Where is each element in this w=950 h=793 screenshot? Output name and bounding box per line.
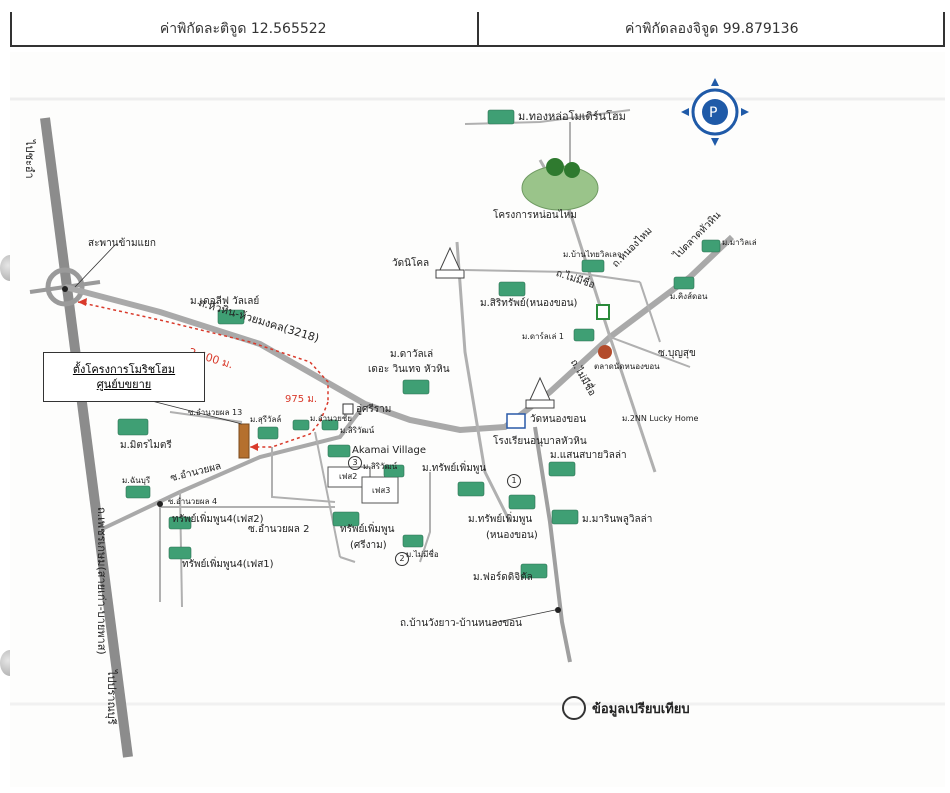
temple-icon xyxy=(435,246,465,279)
label-maruvilla: ม.มารินพลูวิลล่า xyxy=(582,514,653,525)
store-icon xyxy=(596,304,610,320)
label-thonglor: ม.ทองหล่อโมเดิร์นโฮม xyxy=(518,110,626,123)
label-wat-nongkhon: วัดหนองขอน xyxy=(530,414,587,425)
label-siriwat2: ม.สิริวัฒน์ xyxy=(363,462,398,471)
label-distance-975: 975 ม. xyxy=(285,394,318,405)
label-leaf-valley: ม.เดอลีฟ วัลเลย์ xyxy=(190,296,260,307)
label-mamichoue: ม.ไม่มีชื่อ xyxy=(406,550,439,559)
label-kingdom: ม.คิงส์ดอน xyxy=(670,292,708,301)
label-srirama: อู่ศรีราม xyxy=(356,404,392,415)
map-legend: ข้อมูลเปรียบเทียบ xyxy=(562,696,690,720)
label-maravale: ม.มาวิลเล่ xyxy=(722,238,757,247)
marker-2: 2 xyxy=(395,552,409,566)
interchange-circle xyxy=(45,267,85,307)
label-road-soi4: ซ.อำนวยผล 4 xyxy=(168,497,218,506)
label-subperm-srirama: ทรัพย์เพิ่มพูน xyxy=(340,524,395,535)
label-highway-north: ไปชะอำ xyxy=(23,140,36,179)
label-road-soi13: ซ.อำนวยผล 13 xyxy=(188,408,243,417)
subject-lot xyxy=(238,423,250,459)
highway-road xyxy=(40,117,133,758)
house-icons xyxy=(117,109,721,579)
label-nongkhon-paren: (หนองขอน) xyxy=(486,530,538,541)
legend-label: ข้อมูลเปรียบเทียบ xyxy=(592,701,690,717)
garage-icon xyxy=(342,403,354,415)
route-2400 xyxy=(77,301,329,402)
label-davelle: ม.ดาวัลเล่ xyxy=(390,349,434,360)
project-line-2: ศูนย์บขยาย xyxy=(96,378,152,391)
school-icon xyxy=(506,413,526,429)
longitude-label: ค่าพิกัดลองจิจูด 99.879136 xyxy=(476,12,946,45)
label-phase3: เฟส3 xyxy=(372,486,391,495)
label-highway-name: ถ.เพชรเกษม(สายเก่า-บายพาส) xyxy=(95,507,108,655)
label-subperm-nk: ม.ทรัพย์เพิ่มพูน xyxy=(468,514,533,525)
marker-3: 3 xyxy=(348,456,362,470)
legend-circle-icon xyxy=(562,696,586,720)
label-nongyon-project: โครงการหน่อนไหม xyxy=(493,210,577,221)
project-line-1: ตั้งโครงการโมริชโฮม xyxy=(72,363,176,376)
map-canvas: P xyxy=(10,78,945,758)
label-amnuaychai: ม.อำนวยชัย xyxy=(310,414,352,423)
road-3218 xyxy=(64,234,735,434)
compass-icon: P xyxy=(681,78,749,146)
label-road-soi2: ซ.อำนวยผล 2 xyxy=(248,524,310,535)
svg-text:P: P xyxy=(709,105,717,121)
label-suravadee: ม.สุรีวัลล์ xyxy=(250,415,282,424)
label-subperm4-1: ทรัพย์เพิ่มพูน4(เฟส1) xyxy=(182,559,274,570)
project-location-box: ตั้งโครงการโมริชโฮม ศูนย์บขยาย xyxy=(43,352,205,402)
label-bridge: สะพานข้ามแยก xyxy=(88,238,156,249)
label-sanvarnwilla: ม.แสนสบายวิลล่า xyxy=(550,450,627,461)
label-ban-thai: ม.บ้านไทยวิลเลจ xyxy=(563,250,622,259)
label-subperm-main: ม.ทรัพย์เพิ่มพูน xyxy=(422,463,487,474)
label-road-wangyao: ถ.บ้านวังยาว-บ้านหนองขอน xyxy=(400,618,523,629)
label-mitrmaitree: ม.มิตรไมตรี xyxy=(120,440,172,451)
label-highway-south: ไปปราณบุรี xyxy=(105,670,118,725)
label-chanbiri: ม.ฉันบุรี xyxy=(122,476,151,485)
location-map[interactable]: P xyxy=(10,52,945,787)
label-daralay: ม.ดาร์ลเล่ 1 xyxy=(522,332,564,341)
label-subperm4-2: ทรัพย์เพิ่มพูน4(เฟส2) xyxy=(172,514,264,525)
label-srirama-paren: (ศรีงาม) xyxy=(350,540,387,551)
label-phase2: เฟส2 xyxy=(339,472,358,481)
label-school: โรงเรียนอนุบาลหัวหิน xyxy=(493,436,587,447)
label-siriwat: ม.สิริวัฒน์ xyxy=(340,426,375,435)
label-2nn: ม.2NN Lucky Home xyxy=(622,414,699,423)
coordinate-header: ค่าพิกัดละติจูด 12.565522 ค่าพิกัดลองจิจ… xyxy=(10,12,945,47)
label-fordtrading: ม.ฟอร์ดดิจิตัล xyxy=(473,572,533,583)
marker-1: 1 xyxy=(507,474,521,488)
road-soi-amnuayphon xyxy=(99,402,367,532)
label-akamai: Akamai Village xyxy=(352,445,426,456)
market-icon xyxy=(598,345,612,359)
route-975 xyxy=(250,401,329,448)
temple-icon xyxy=(525,376,555,409)
road-wangyao xyxy=(533,426,572,663)
label-the-wintage: เดอะ วินเทจ หัวหิน xyxy=(368,364,450,375)
latitude-label: ค่าพิกัดละติจูด 12.565522 xyxy=(159,20,327,37)
label-wat-nikhon: วัดนิโคล xyxy=(392,258,430,269)
label-sirisub: ม.สิริทรัพย์(หนองขอน) xyxy=(480,298,578,309)
label-road-bunsuk: ซ.บุญสุข xyxy=(658,348,696,359)
label-market: ตลาดนัดหนองขอน xyxy=(594,362,660,371)
